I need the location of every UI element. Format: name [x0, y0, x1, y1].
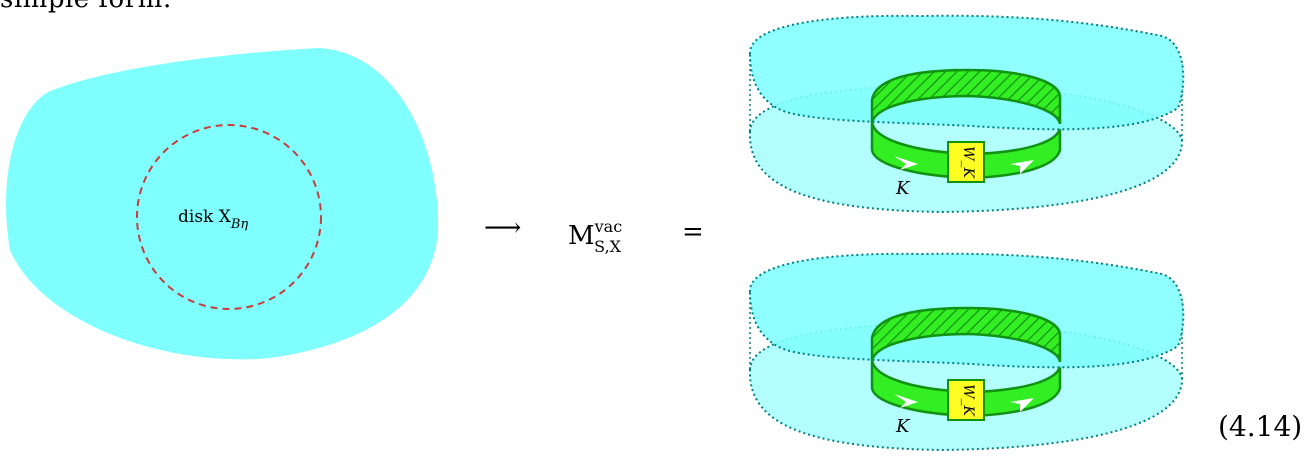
left-region-blob [6, 48, 439, 360]
upper-box-label: W_K [960, 146, 976, 179]
disk-label: disk XBη [178, 207, 248, 232]
equation-number: (4.14) [1218, 410, 1303, 443]
upper-cylinder-diagram: W_K K [748, 14, 1185, 214]
arrow: ⟶ [484, 213, 521, 243]
lower-cylinder-diagram: W_K K [748, 252, 1185, 452]
top-text: simple form: [0, 0, 172, 14]
disk-boundary [136, 124, 322, 310]
lower-box-label: W_K [960, 384, 976, 417]
lower-curve-label: K [895, 416, 911, 437]
upper-curve-label: K [895, 178, 911, 199]
equals-sign: = [682, 217, 704, 247]
